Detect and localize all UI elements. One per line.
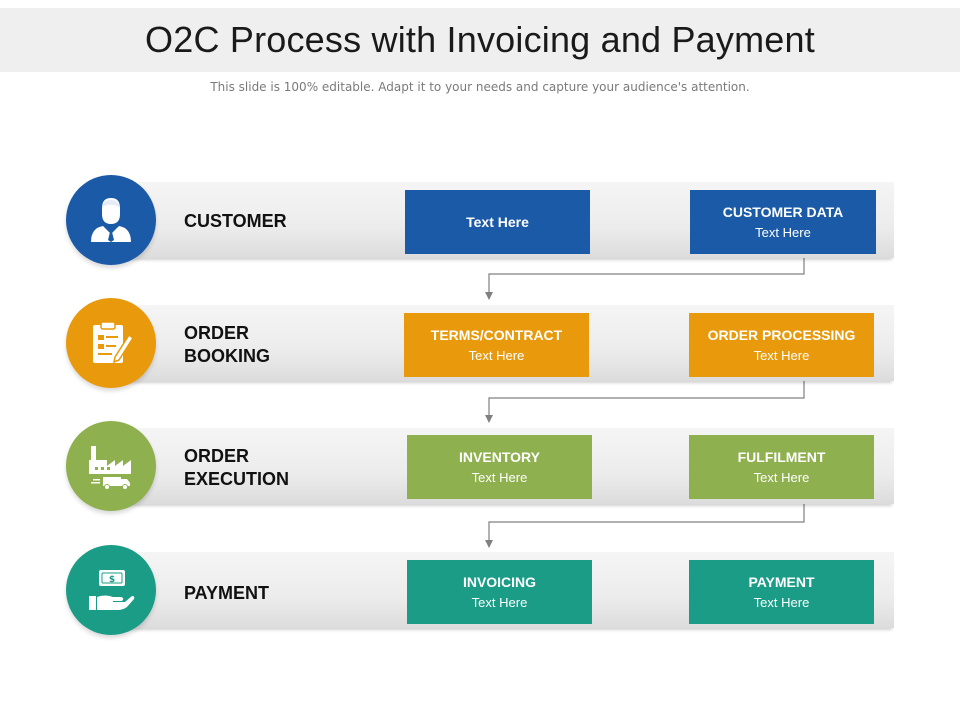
slide-title: O2C Process with Invoicing and Payment [145, 19, 815, 60]
row-label-order-booking: ORDER BOOKING [184, 323, 271, 366]
factory-truck-icon [89, 446, 131, 490]
row-circle-order-booking [66, 298, 156, 388]
step-box-text-here: Text Here [405, 190, 590, 254]
user-icon [91, 198, 131, 242]
svg-text:$: $ [109, 575, 115, 585]
connector-customer-to-booking [485, 254, 805, 300]
clipboard-pencil-icon [93, 321, 135, 364]
row-label-payment: PAYMENT [184, 583, 270, 603]
step-box-payment: PAYMENT Text Here [689, 560, 874, 624]
step-box-fulfilment: FULFILMENT Text Here [689, 435, 874, 499]
row-circle-customer [66, 175, 156, 265]
row-label-customer: CUSTOMER [184, 211, 287, 231]
row-label-order-execution: ORDER EXECUTION [184, 446, 290, 489]
row-circle-order-execution [66, 421, 156, 511]
connector-execution-to-payment [485, 500, 805, 548]
step-box-order-processing: ORDER PROCESSING Text Here [689, 313, 874, 377]
slide-subtitle: This slide is 100% editable. Adapt it to… [210, 80, 750, 94]
row-circle-payment: $ [66, 545, 156, 635]
step-box-inventory: INVENTORY Text Here [407, 435, 592, 499]
step-box-invoicing: INVOICING Text Here [407, 560, 592, 624]
connector-booking-to-execution [485, 377, 805, 423]
step-box-terms-contract: TERMS/CONTRACT Text Here [404, 313, 589, 377]
step-box-customer-data: CUSTOMER DATA Text Here [690, 190, 876, 254]
title-band: O2C Process with Invoicing and Payment [0, 8, 960, 72]
hand-money-icon: $ [89, 570, 135, 610]
